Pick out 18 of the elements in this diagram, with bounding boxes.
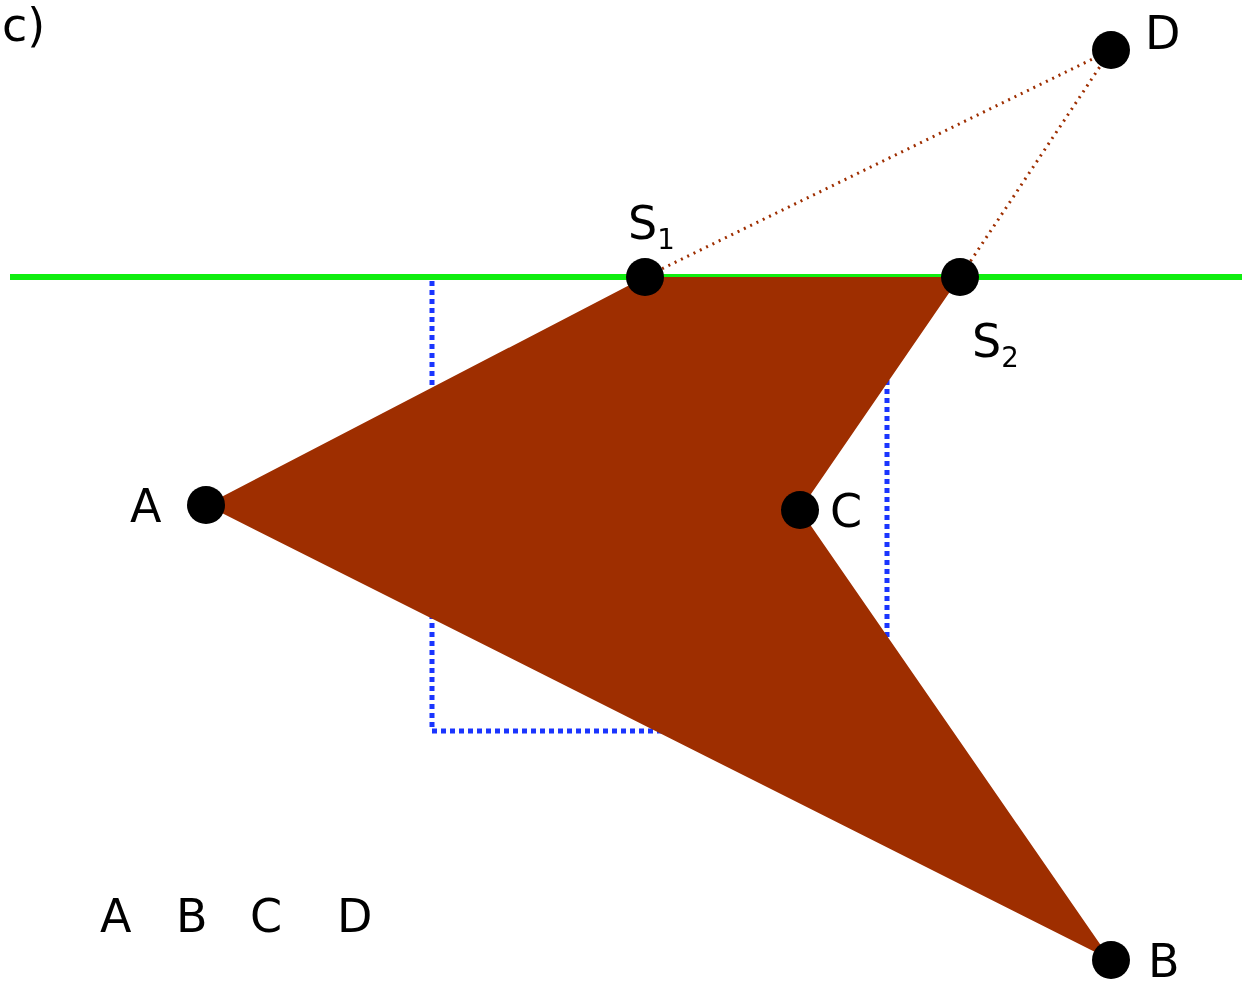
panel-label: c) [2, 2, 46, 48]
point-dot [1092, 31, 1130, 69]
point-dot [626, 258, 664, 296]
dotted-line [661, 56, 1095, 271]
point-dot [187, 486, 225, 524]
point-label: D [1145, 10, 1181, 56]
point-label: C [830, 488, 863, 534]
point-label: S$_{1}$ [628, 200, 675, 254]
letter-label: B [176, 893, 208, 939]
letter-label: A [100, 893, 132, 939]
point-label: B [1148, 938, 1180, 984]
point-dot [1092, 941, 1130, 979]
point-label: A [130, 483, 162, 529]
point-dot [941, 258, 979, 296]
point-label: S$_{2}$ [972, 318, 1019, 372]
dotted-line [969, 65, 1102, 262]
letter-label: D [337, 893, 373, 939]
letter-label: C [250, 893, 283, 939]
